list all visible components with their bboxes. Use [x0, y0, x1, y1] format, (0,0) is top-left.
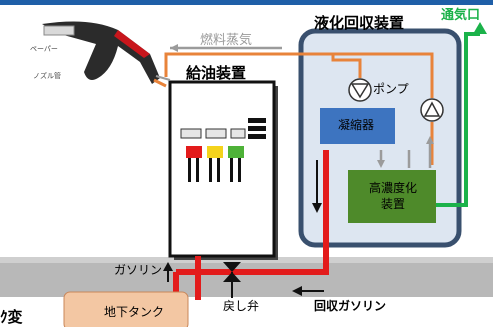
dispenser-bar-2 [248, 126, 266, 131]
concentrator-box [348, 170, 436, 223]
dispenser-bar-3 [248, 134, 266, 139]
dispenser-display-1 [180, 128, 202, 139]
recovered-gasoline-line [176, 150, 329, 275]
unit-gray-arrowhead-3 [426, 136, 434, 144]
vapor-arrowhead-gray [170, 44, 178, 52]
cut-off-text: ｸ変 [0, 308, 23, 326]
grade-handle-green [228, 146, 244, 158]
fuel-nozzle-icon [42, 21, 171, 88]
down-arrowhead [312, 203, 322, 213]
liquefaction-unit-title: 液化回収装置 [314, 14, 405, 32]
dispenser-display-3 [230, 128, 246, 139]
top-accent-bar [0, 0, 493, 5]
dispenser-bar-1 [248, 118, 266, 123]
return-valve-label: 戻し弁 [223, 299, 260, 313]
recovered-gasoline-label: 回収ガソリン [314, 299, 387, 313]
unit-gray-arrowhead-1 [377, 160, 385, 168]
recovered-arrowhead [292, 286, 302, 296]
dispenser-display-2 [205, 128, 227, 139]
fuel-dispenser-title: 給油装置 [186, 64, 247, 82]
pump-label: ポンプ [373, 82, 409, 96]
paper-tag-label: ペーパー [30, 45, 58, 53]
check-valve-icon [223, 262, 241, 272]
condenser-box [320, 108, 395, 144]
condenser-label: 凝縮器 [338, 118, 375, 132]
ground-strip [0, 257, 493, 297]
grade-handle-yellow [207, 146, 223, 158]
vent-label: 通気口 [441, 8, 481, 23]
underground-tank-box [63, 291, 189, 327]
nozzle-tag-label: ノズル管 [33, 72, 61, 80]
fuel-vapor-label: 燃料蒸気 [200, 33, 253, 48]
vapor-line-top [333, 52, 434, 98]
grade-handle-red [186, 146, 202, 158]
concentrator-label: 高濃度化 装置 [368, 181, 417, 212]
dispenser-body [168, 80, 276, 258]
vapor-line-main [164, 52, 362, 78]
vent-arrowhead [473, 22, 487, 34]
gasoline-label: ガソリン [114, 263, 163, 277]
up-arrowhead [163, 262, 173, 271]
underground-tank-label: 地下タンク [104, 305, 165, 319]
